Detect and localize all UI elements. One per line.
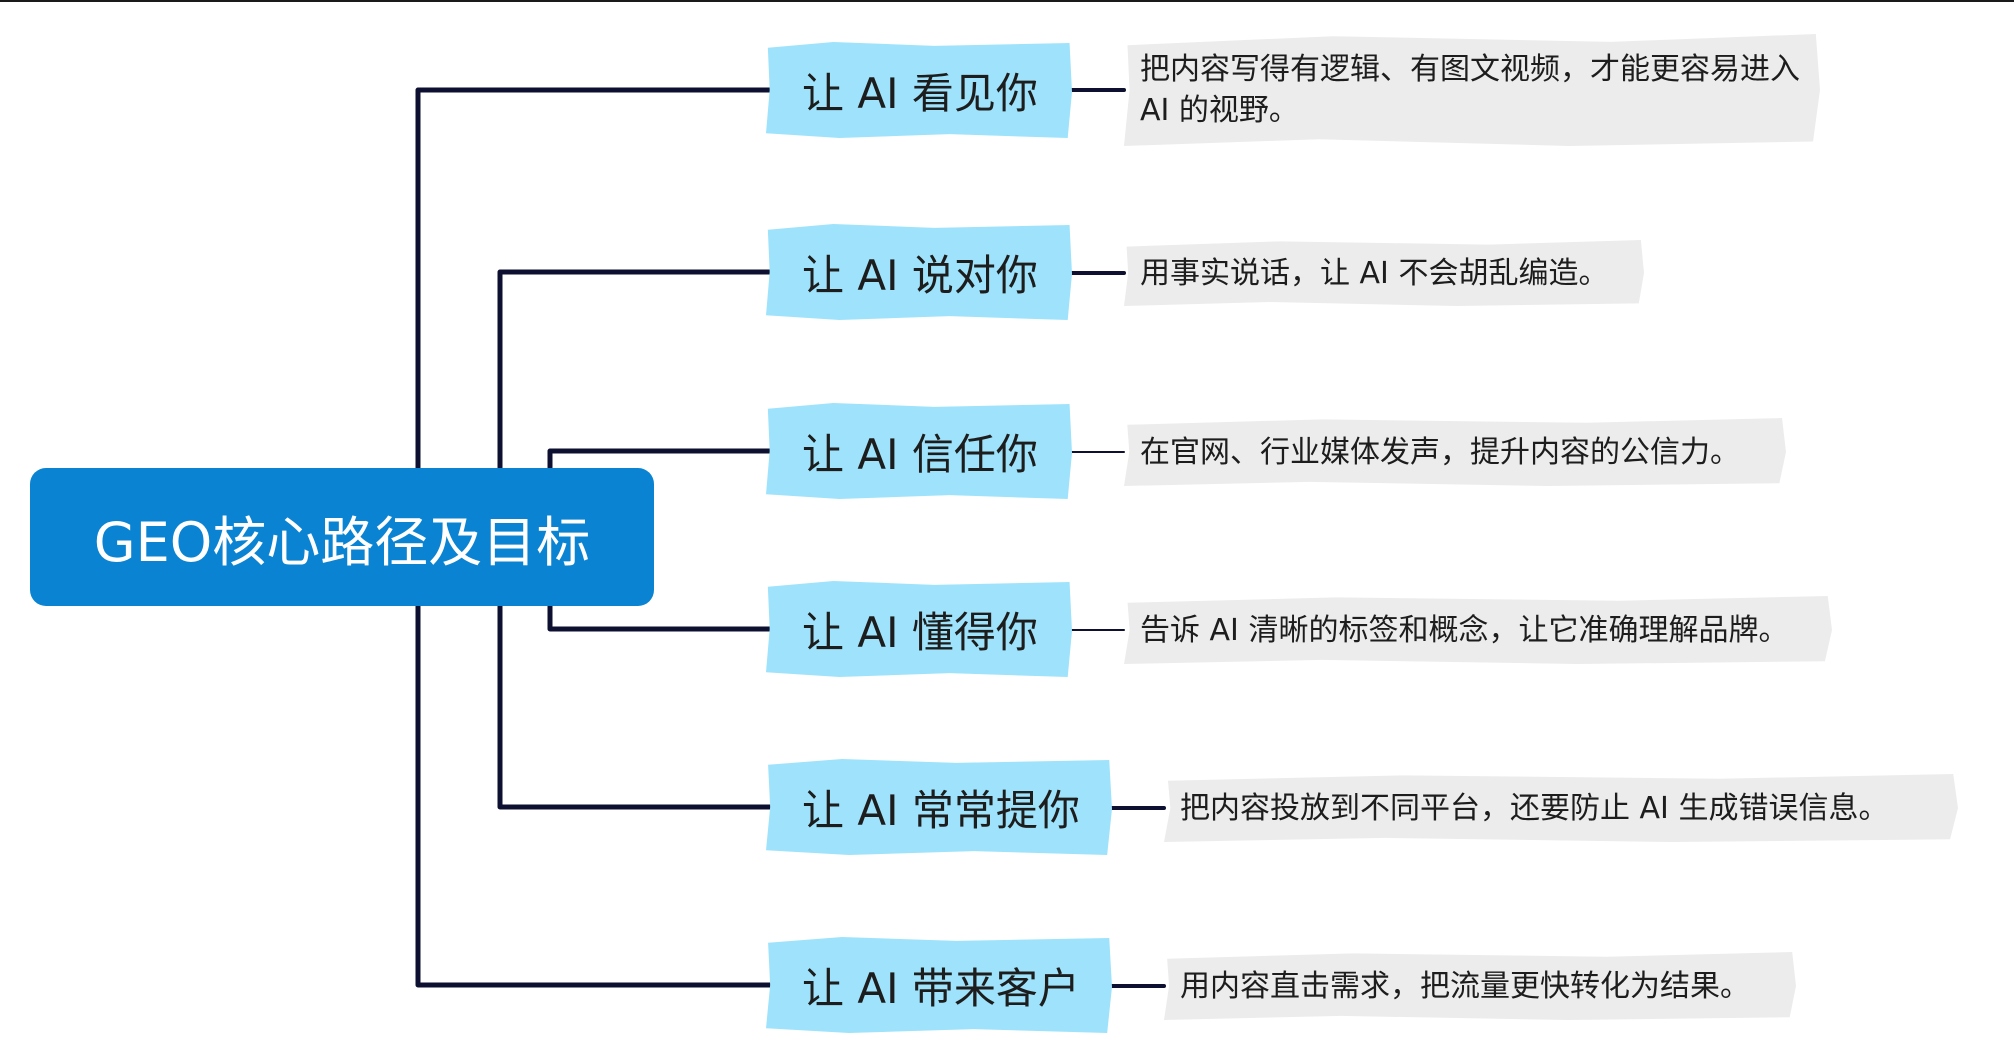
branch-node-2: 让 AI 说对你 [766,224,1072,320]
branch-label: 让 AI 常常提你 [802,785,1080,835]
branch-label: 让 AI 信任你 [802,429,1038,479]
leaf-text: 把内容投放到不同平台，还要防止 AI 生成错误信息。 [1180,790,1889,826]
root-node-label: GEO核心路径及目标 [93,510,591,574]
branch-node-4: 让 AI 懂得你 [766,581,1072,677]
leaf-node-1: 把内容写得有逻辑、有图文视频，才能更容易进入 AI 的视野。 [1124,34,1820,146]
leaf-node-3: 在官网、行业媒体发声，提升内容的公信力。 [1124,418,1786,486]
branch-label: 让 AI 说对你 [802,250,1038,300]
leaf-text: 把内容写得有逻辑、有图文视频，才能更容易进入 AI 的视野。 [1140,52,1800,128]
connector-branch-5 [497,603,773,810]
leaf-text: 用内容直击需求，把流量更快转化为结果。 [1180,968,1750,1004]
connector-branch-4 [547,603,773,632]
leaf-node-5: 把内容投放到不同平台，还要防止 AI 生成错误信息。 [1164,774,1958,842]
branch-node-6: 让 AI 带来客户 [766,937,1112,1033]
connector-branch-3 [547,448,773,471]
branch-label: 让 AI 看见你 [802,68,1038,118]
connector-branch-2 [497,269,773,471]
leaf-text: 用事实说话，让 AI 不会胡乱编造。 [1140,255,1609,291]
branch-label: 让 AI 带来客户 [802,963,1080,1013]
leaf-node-4: 告诉 AI 清晰的标签和概念，让它准确理解品牌。 [1124,596,1832,664]
leaf-node-6: 用内容直击需求，把流量更快转化为结果。 [1164,952,1796,1020]
top-border [0,0,2014,2]
connector-branch-1 [415,87,773,471]
branch-node-3: 让 AI 信任你 [766,403,1072,499]
connector-branch-6 [415,603,773,988]
leaf-text: 告诉 AI 清晰的标签和概念，让它准确理解品牌。 [1140,612,1789,648]
branch-node-1: 让 AI 看见你 [766,42,1072,138]
leaf-node-2: 用事实说话，让 AI 不会胡乱编造。 [1124,240,1644,306]
root-node: GEO核心路径及目标 [30,468,654,606]
branch-node-5: 让 AI 常常提你 [766,759,1112,855]
branch-label: 让 AI 懂得你 [802,607,1038,657]
leaf-text: 在官网、行业媒体发声，提升内容的公信力。 [1140,434,1740,470]
